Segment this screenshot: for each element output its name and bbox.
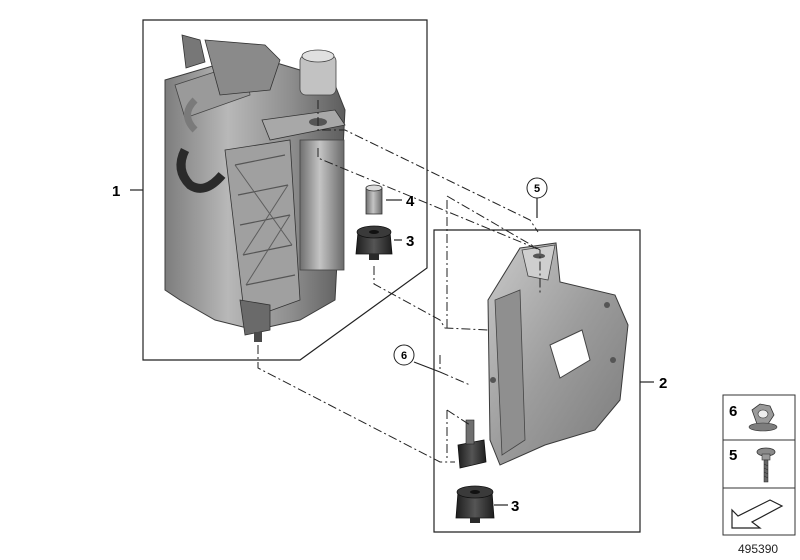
part-3-rubber-mount-upper (355, 225, 393, 260)
callout-4: 4 (406, 193, 415, 210)
callout-3-upper: 3 (406, 233, 414, 250)
callout-circle-5 (526, 177, 548, 199)
legend-label-6: 6 (729, 403, 737, 420)
assembly-lines (257, 100, 541, 463)
bracket-assembly (457, 242, 629, 469)
assembly-box-2 (433, 229, 641, 533)
screw-icon (756, 447, 776, 483)
activated-carbon-canister (164, 34, 346, 342)
part-3-rubber-mount-lower (455, 485, 495, 523)
callout-5: 5 (534, 183, 540, 195)
diagram-number: 495390 (738, 542, 778, 556)
assembly-box-1 (142, 19, 428, 361)
callout-3-lower: 3 (511, 498, 519, 515)
arrow-icon (731, 499, 784, 529)
fastener-legend: 6 5 (722, 394, 796, 536)
callout-circle-6 (393, 344, 415, 366)
leader-6 (413, 361, 441, 373)
callout-1: 1 (112, 183, 120, 200)
legend-label-5: 5 (729, 447, 737, 464)
hex-nut-icon (748, 403, 778, 432)
callout-6: 6 (401, 350, 407, 362)
part-4-spacer-sleeve (365, 184, 383, 215)
callout-2: 2 (659, 375, 667, 392)
